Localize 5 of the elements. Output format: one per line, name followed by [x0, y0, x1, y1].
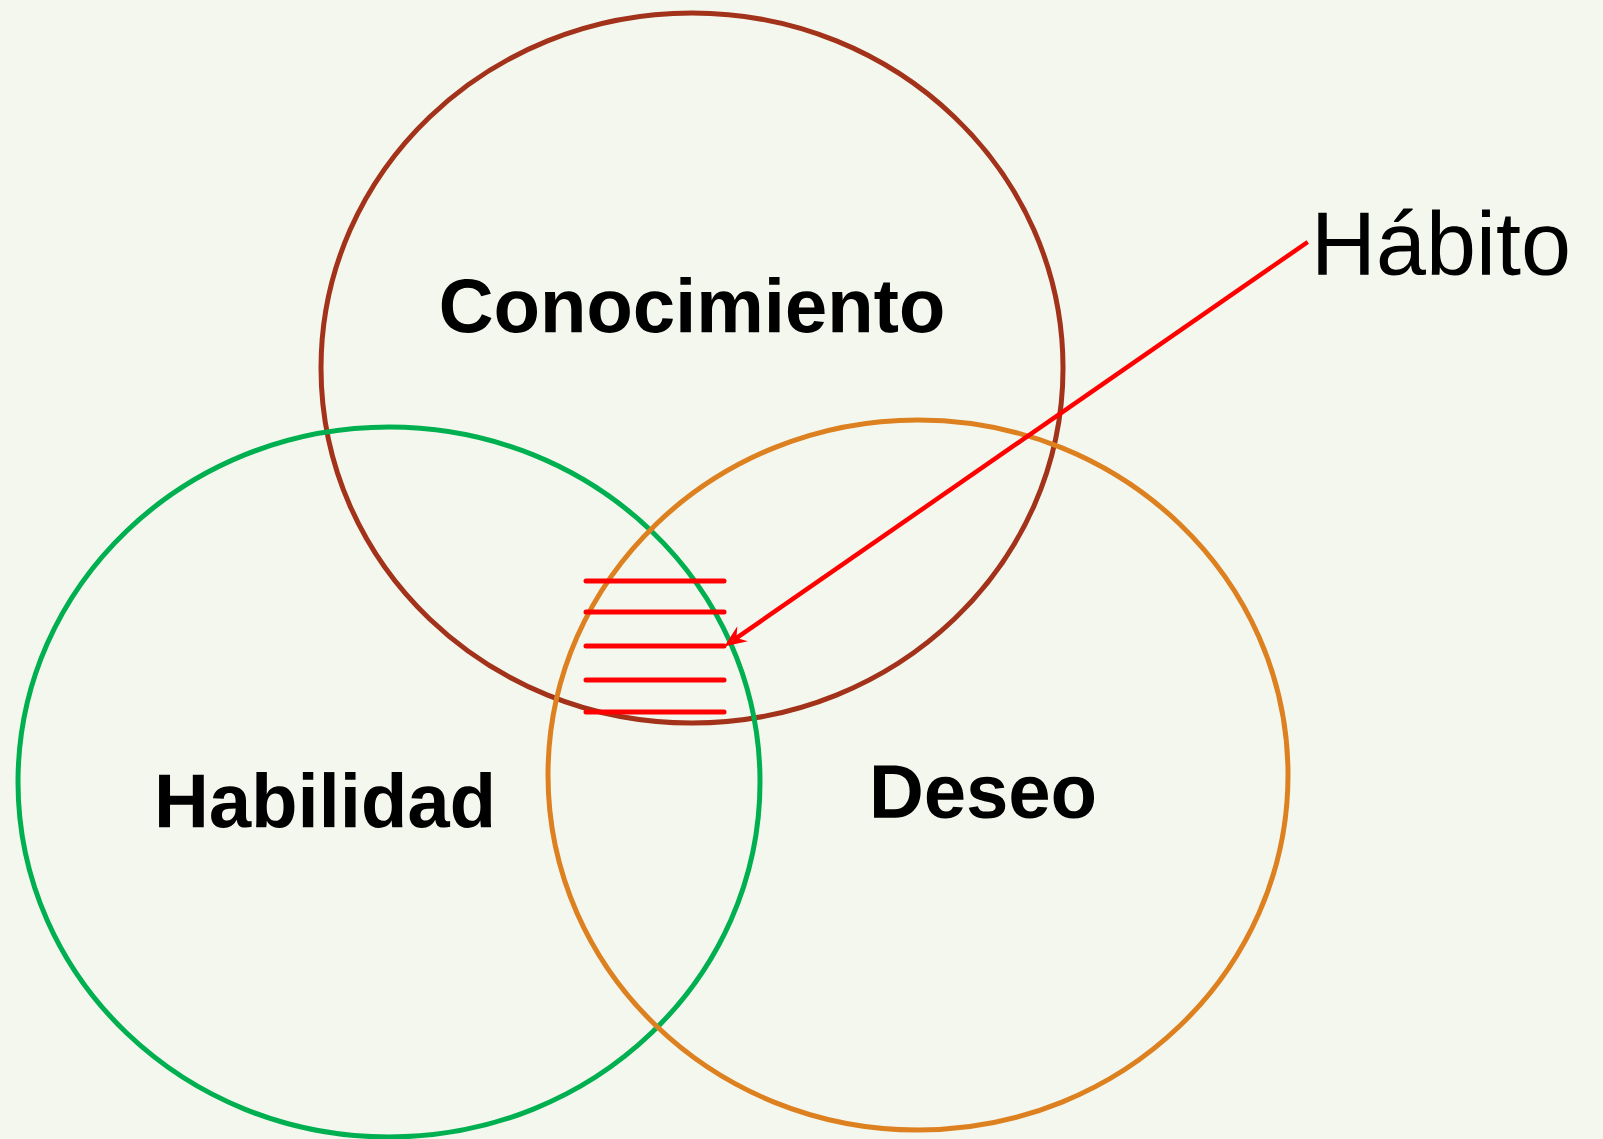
- circle-label: Deseo: [874, 765, 1095, 819]
- label-text: Hábito: [1318, 208, 1568, 276]
- hatched-area: [583, 578, 727, 715]
- circle-label: Conocimiento: [441, 277, 943, 333]
- circle-label: Habilidad: [159, 772, 492, 828]
